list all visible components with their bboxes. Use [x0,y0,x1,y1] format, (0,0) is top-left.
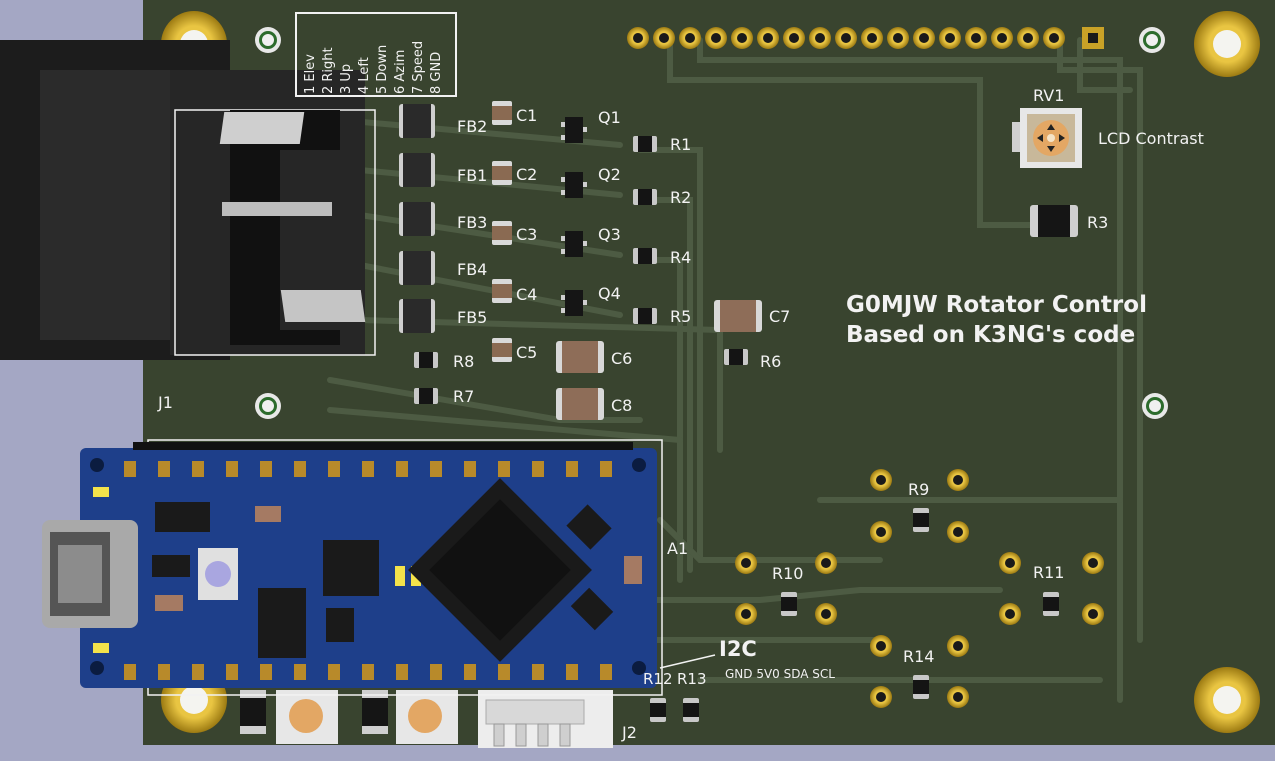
j2-label: J2 [621,723,637,742]
r11-label: R11 [1033,563,1064,582]
pin-table-entry: 4 Left [357,57,372,94]
c3-label: C3 [516,225,537,244]
board-subtitle: Based on K3NG's code [846,322,1135,348]
c1-label: C1 [516,106,537,125]
i2c-label: I2C [719,637,757,661]
r8-label: R8 [453,352,474,371]
r14-label: R14 [903,647,934,666]
rv1-label: RV1 [1033,86,1064,105]
r4-label: R4 [670,248,691,267]
r3-resistor [1030,205,1078,237]
pin-table-entry: 1 Elev [303,54,318,94]
c6-label: C6 [611,349,632,368]
bottom-components [240,690,458,744]
fb2-label: FB2 [457,117,487,136]
c5-label: C5 [516,343,537,362]
pin-table-entry: 8 GND [429,52,444,94]
r3-label: R3 [1087,213,1108,232]
q4-label: Q4 [598,284,621,303]
pin-table-entry: 6 Azim [393,50,408,94]
c7-label: C7 [769,307,790,326]
fb4-label: FB4 [457,260,487,279]
lcd-contrast-label: LCD Contrast [1098,129,1204,148]
pin-table: 1 Elev 2 Right 3 Up 4 Left 5 Down 6 Azim… [295,12,457,97]
r5-label: R5 [670,307,691,326]
j1-label: J1 [157,393,173,412]
r9-label: R9 [908,480,929,499]
fb1-label: FB1 [457,166,487,185]
q3-label: Q3 [598,225,621,244]
c8-label: C8 [611,396,632,415]
i2c-pins-label: GND 5V0 SDA SCL [725,667,835,681]
j1-connector [0,40,376,360]
pin-table-entry: 7 Speed [411,41,426,94]
c2-label: C2 [516,165,537,184]
a1-label: A1 [667,539,688,558]
j2-connector [478,690,613,748]
r12-label: R12 [643,670,673,688]
pin-table-entry: 3 Up [339,64,354,94]
q2-label: Q2 [598,165,621,184]
c4-label: C4 [516,285,537,304]
rv1-trimmer [1012,108,1082,168]
pin-table-entry: 2 Right [321,47,336,94]
board-title: G0MJW Rotator Control [846,292,1147,318]
pin-table-entry: 5 Down [375,45,390,94]
r13-label: R13 [677,670,707,688]
arduino-nano [42,442,657,688]
r7-label: R7 [453,387,474,406]
r6-label: R6 [760,352,781,371]
fb5-label: FB5 [457,308,487,327]
q1-label: Q1 [598,108,621,127]
r2-label: R2 [670,188,691,207]
fb3-label: FB3 [457,213,487,232]
r10-label: R10 [772,564,803,583]
r1-label: R1 [670,135,691,154]
